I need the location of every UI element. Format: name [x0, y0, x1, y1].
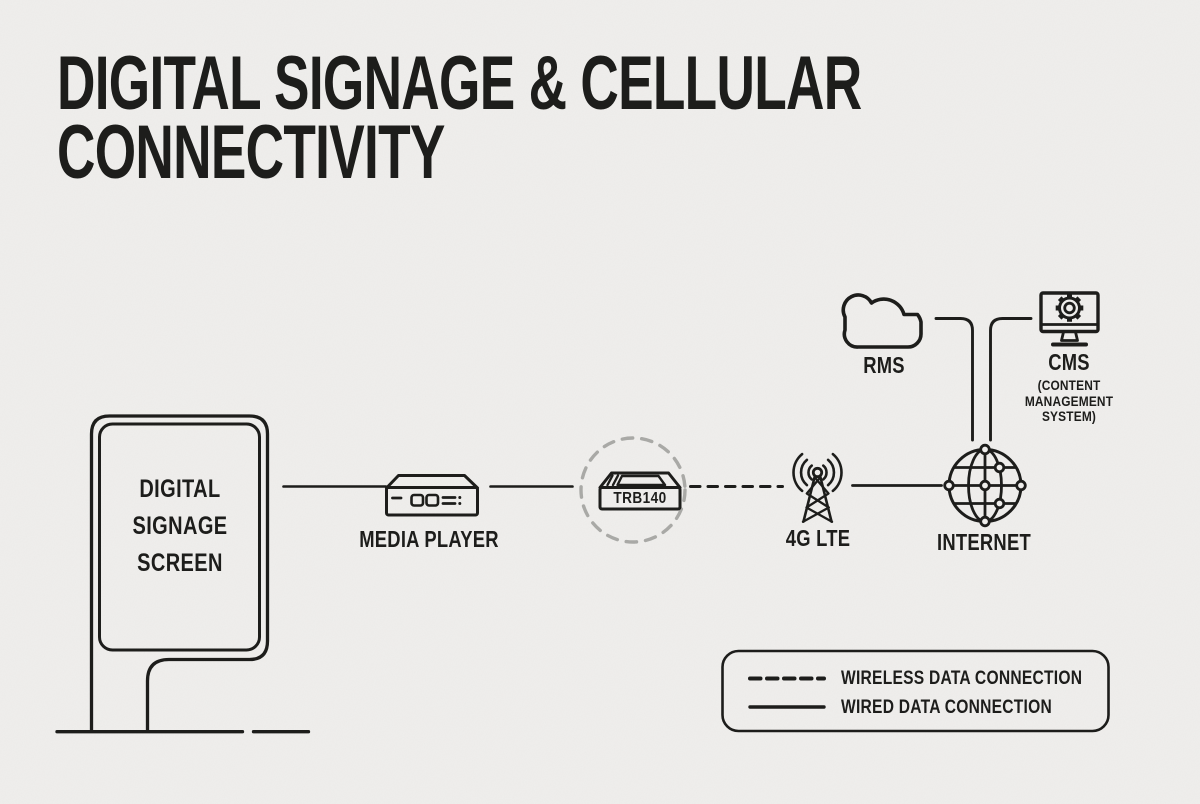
monitor-gear-icon [1039, 291, 1100, 347]
cell-tower-icon [792, 452, 843, 523]
media-player-led-1 [458, 496, 462, 499]
trb140-gateway-icon [598, 471, 682, 511]
page-title-line-2: CONNECTIVITY [57, 110, 445, 195]
gear-hole [1063, 301, 1076, 315]
media-player-button-1 [410, 493, 425, 507]
lte-label: 4G LTE [785, 525, 851, 551]
cms-sublabel: (CONTENT MANAGEMENT SYSTEM) [1024, 377, 1114, 424]
legend-item-label-wireless: WIRELESS DATA CONNECTION [841, 667, 1083, 689]
media-player-top [385, 474, 479, 490]
wired-line-internet-to-cms [989, 317, 1033, 442]
legend-item-label-wired: WIRED DATA CONNECTION [841, 695, 1053, 718]
wired-line-internet-to-rms [934, 317, 974, 442]
globe-node-center [979, 479, 991, 492]
media-player-vents [441, 496, 457, 505]
trb140-top [598, 471, 682, 489]
trb140-label: TRB140 [613, 490, 667, 507]
tower-braces [801, 476, 834, 523]
kiosk-outline [89, 414, 270, 733]
internet-label: INTERNET [937, 529, 1031, 555]
cloud-icon [841, 293, 923, 349]
page-title-line-1: DIGITAL SIGNAGE & CELLULAR [57, 41, 862, 126]
media-player-icon [385, 474, 479, 517]
globe-node-right [1015, 479, 1027, 492]
kiosk-screen-panel [98, 422, 261, 652]
cms-label: CMS [1048, 349, 1090, 375]
globe-node-lower-right [993, 497, 1006, 510]
globe-node-bottom [979, 515, 991, 528]
media-player-led-2 [458, 502, 462, 505]
screen-label: DIGITAL SIGNAGE SCREEN [131, 475, 228, 577]
tower-legs [802, 475, 833, 523]
globe-node-top [979, 443, 991, 456]
monitor-neck [1060, 330, 1079, 342]
trb140-top-hatch [606, 474, 620, 487]
antenna-tip [811, 466, 824, 479]
legend-border [721, 649, 1110, 733]
radio-waves-left [792, 452, 813, 493]
kiosk-icon [55, 414, 311, 734]
monitor-screen [1039, 291, 1100, 334]
radio-waves-right [822, 452, 843, 493]
globe-node-left [943, 479, 955, 492]
rms-label: RMS [863, 352, 905, 378]
trb140-body [598, 486, 682, 511]
trb140-highlight-circle [579, 436, 687, 544]
media-player-body [385, 486, 479, 517]
globe-node-upper-right [993, 461, 1006, 474]
page-title: DIGITAL SIGNAGE & CELLULAR CONNECTIVITY [57, 41, 862, 195]
trb140-top-panel [616, 474, 667, 487]
media-player-button-2 [425, 493, 440, 507]
globe-icon [943, 443, 1027, 528]
gear-icon [1055, 294, 1084, 322]
media-player-label: MEDIA PLAYER [359, 526, 499, 552]
legend-box [721, 649, 1110, 733]
